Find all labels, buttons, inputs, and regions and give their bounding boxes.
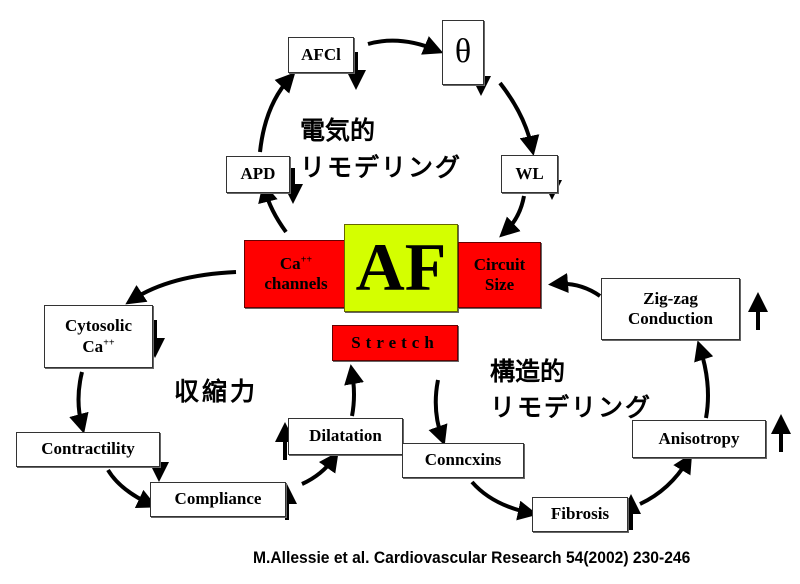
channels-label: channels [264,274,328,293]
anisotropy-label: Anisotropy [658,428,740,448]
electrical-label-1: 電気的 [300,116,376,145]
structural-label-1: 構造的 [490,357,566,386]
ca-label: Ca++ [279,253,313,273]
electrical-label-2: リモデリング [300,153,463,182]
arrow-stretch-conncxins [428,379,448,446]
arrow-dilatation-stretch [344,364,364,417]
wl-label: WL [515,163,544,183]
contractility-label: Contractility [41,439,135,459]
arrow-contractility-compliance [106,468,158,508]
conduction-label: Conduction [627,309,714,328]
size-label: Size [484,275,515,294]
fibrosis-label: Fibrosis [550,504,610,524]
cytosolic-label: Cytosolic [64,316,133,336]
arrow-ca-apd [258,182,288,234]
wl-box: WL [501,155,558,193]
arrow-compliance-dilatation [301,451,339,486]
structural-label-2: リモデリング [490,393,653,422]
circuit-label: Circuit [473,254,526,274]
arrow-anisotropy-zigzag [694,340,714,419]
conncxins-label: Conncxins [424,450,502,470]
citation: M.Allessie et al. Cardiovascular Researc… [253,548,691,567]
zigzag-box: Zig-zag Conduction [601,278,740,340]
afcl-box: AFCl [288,37,354,73]
theta-label: θ [454,33,472,71]
arrow-ca-cytosolic [125,270,237,305]
arrow-apd-afcl [258,72,296,153]
apd-box: APD [226,156,290,193]
arrow-wl-circuit [499,195,526,238]
ca-channels-box: Ca++ channels [244,240,348,308]
af-box: AF [344,224,458,312]
compliance-label: Compliance [174,489,262,509]
stretch-label: Stretch [351,332,439,352]
arrow-zigzag-circuit [548,273,602,298]
cytosolic-ca-label: Ca++ [82,336,115,356]
arrow-fibrosis-anisotropy [639,453,693,506]
compliance-box: Compliance [150,482,286,517]
fibrosis-box: Fibrosis [532,497,628,532]
cytosolic-box: Cytosolic Ca++ [44,305,153,368]
zigzag-label: Zig-zag [643,288,698,308]
arrow-theta-wl [498,81,540,156]
arrow-afcl-theta [367,36,444,55]
theta-box: θ [442,20,484,85]
dilatation-box: Dilatation [288,418,403,455]
contractile-label: 収縮力 [174,377,259,406]
afcl-label: AFCl [301,44,341,64]
arrow-conncxins-fibrosis [470,480,538,521]
conncxins-box: Conncxins [402,443,524,478]
anisotropy-box: Anisotropy [632,420,766,458]
arrow-cytosolic-contractility [69,371,89,434]
stretch-box: Stretch [332,325,458,361]
af-label: AF [355,229,447,306]
circuit-size-box: Circuit Size [458,242,541,308]
dilatation-label: Dilatation [309,426,382,446]
apd-label: APD [240,164,276,184]
contractility-box: Contractility [16,432,160,467]
